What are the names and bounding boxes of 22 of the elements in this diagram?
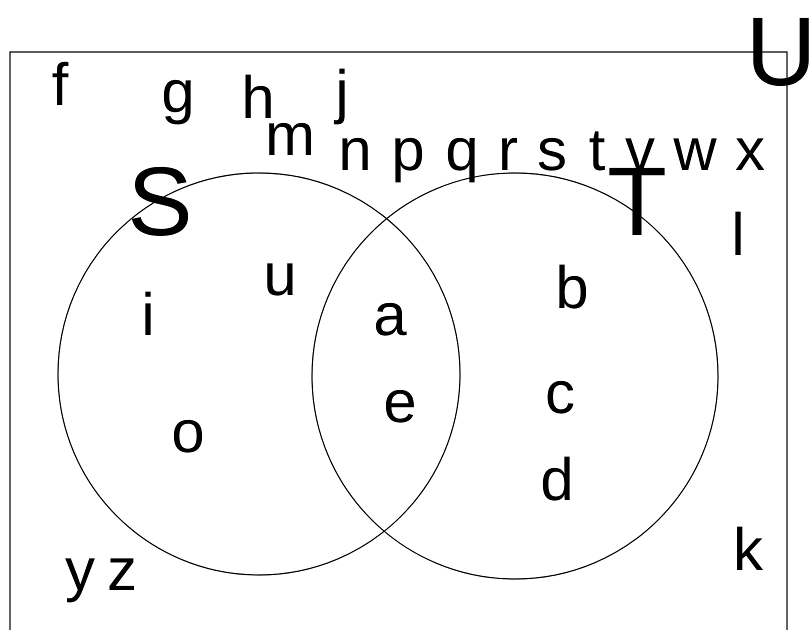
letter-label: y — [65, 558, 95, 602]
letter-label: j — [334, 68, 345, 124]
letter-label: b — [559, 264, 586, 309]
letter-label: o — [174, 420, 202, 453]
letter-label: t — [590, 131, 605, 170]
letter-label: m — [269, 122, 311, 155]
letter-label: x — [736, 138, 764, 170]
letter-label: q — [448, 138, 475, 182]
letter-label: c — [548, 380, 574, 414]
letter-label: p — [395, 138, 422, 182]
letter-label: d — [542, 456, 570, 501]
letter-label: g — [164, 80, 191, 124]
letter-label: h — [246, 74, 271, 118]
letter-label: z — [109, 558, 134, 590]
letter-label: a — [376, 302, 407, 336]
letter-label: i — [145, 292, 151, 335]
letter-label: n — [342, 138, 368, 170]
letter-label: e — [386, 390, 414, 423]
letter-label: f — [52, 62, 68, 105]
letter-label: s — [538, 138, 565, 171]
letter-label: r — [502, 138, 517, 170]
letter-label: u — [267, 263, 293, 296]
